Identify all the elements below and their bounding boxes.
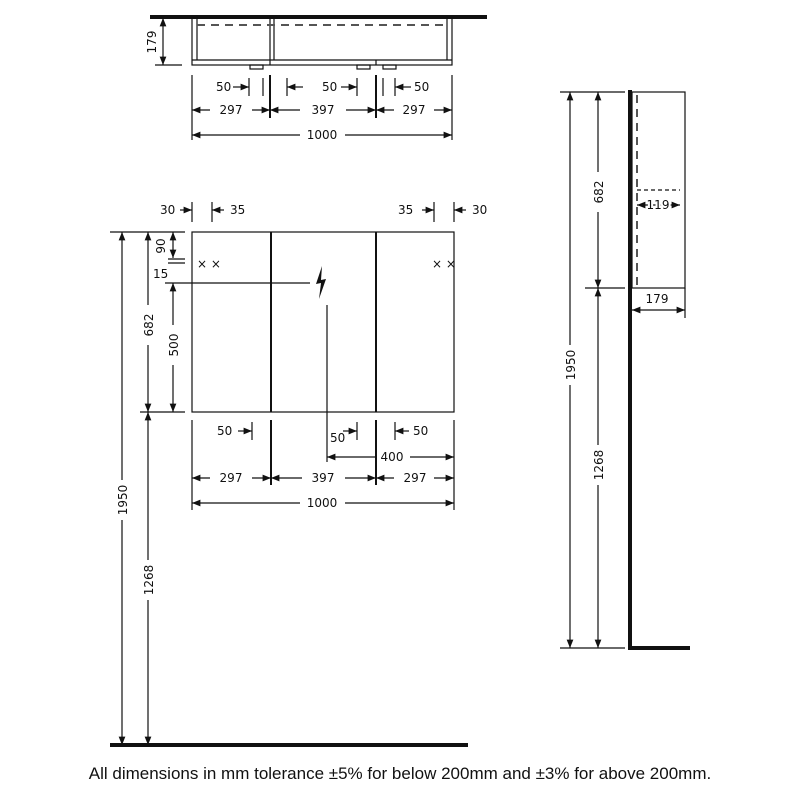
front-inset-right-b: 30 — [472, 203, 487, 217]
front-socket-gap: 15 — [153, 267, 168, 281]
front-inset-left-b: 35 — [230, 203, 245, 217]
front-socket-offset: 400 — [381, 450, 404, 464]
fixing-marks-left: × × — [197, 257, 221, 271]
side-height: 682 — [592, 181, 606, 204]
front-inset-right-a: 35 — [398, 203, 413, 217]
top-width-right: 297 — [403, 103, 426, 117]
side-overall-height: 1950 — [564, 350, 578, 381]
front-height: 682 — [142, 314, 156, 337]
electrical-socket-icon — [316, 266, 326, 299]
side-floor-to-bottom: 1268 — [592, 450, 606, 481]
side-view: 119 179 1950 682 1268 — [560, 90, 690, 650]
front-top-to-socket: 90 — [154, 238, 168, 253]
front-inset-left-a: 30 — [160, 203, 175, 217]
side-inner-depth: 119 — [647, 198, 670, 212]
tolerance-note: All dimensions in mm tolerance ±5% for b… — [88, 764, 712, 783]
top-gap-left: 50 — [216, 80, 231, 94]
front-width-mid: 397 — [312, 471, 335, 485]
front-overall-height: 1950 — [116, 485, 130, 516]
front-view: × × × × 1950 682 1268 90 15 500 30 35 35… — [110, 202, 487, 747]
top-depth-label: 179 — [145, 31, 159, 54]
front-socket-to-bottom: 500 — [167, 334, 181, 357]
top-view: 179 50 50 50 297 397 297 1000 — [145, 15, 487, 142]
top-width-mid: 397 — [312, 103, 335, 117]
front-total-width: 1000 — [307, 496, 338, 510]
front-gap-left: 50 — [217, 424, 232, 438]
front-width-right: 297 — [404, 471, 427, 485]
top-gap-mid: 50 — [322, 80, 337, 94]
front-floor-to-bottom: 1268 — [142, 565, 156, 596]
front-width-left: 297 — [220, 471, 243, 485]
front-gap-right: 50 — [413, 424, 428, 438]
front-gap-mid: 50 — [330, 431, 345, 445]
top-width-left: 297 — [220, 103, 243, 117]
top-gap-right: 50 — [414, 80, 429, 94]
fixing-marks-right: × × — [432, 257, 456, 271]
top-total-width: 1000 — [307, 128, 338, 142]
side-depth: 179 — [646, 292, 669, 306]
